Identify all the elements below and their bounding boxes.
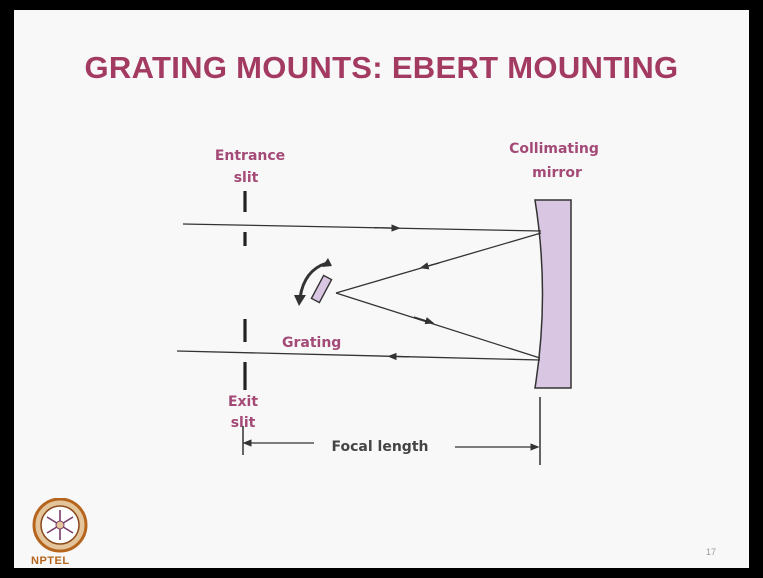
nptel-logo-text: NPTEL xyxy=(31,555,70,567)
collimating-mirror-label-line1: Collimating xyxy=(509,141,599,157)
rotation-arrow-icon xyxy=(298,261,328,299)
slide-title: GRATING MOUNTS: EBERT MOUNTING xyxy=(84,50,679,85)
slide: GRATING MOUNTS: EBERT MOUNTING Entrance … xyxy=(14,10,749,568)
collimated-ray-arrow xyxy=(419,262,440,270)
exit-ray xyxy=(176,350,541,361)
nptel-logo-icon xyxy=(32,498,88,553)
collimating-mirror-label-line2: mirror xyxy=(532,165,582,181)
rotation-arrow-head-top xyxy=(322,258,332,267)
entrance-slit-label-line2: slit xyxy=(234,170,259,186)
grating-label: Grating xyxy=(282,335,341,351)
page-number: 17 xyxy=(706,547,717,557)
rotation-arrow-head-bottom xyxy=(294,295,306,306)
exit-slit-label-line2: slit xyxy=(231,415,256,431)
exit-slit-label-line1: Exit xyxy=(228,394,258,410)
incident-ray xyxy=(182,223,542,232)
entrance-slit-label-line1: Entrance xyxy=(215,148,285,164)
focal-length-label: Focal length xyxy=(332,439,429,455)
collimating-mirror xyxy=(534,199,572,389)
grating xyxy=(310,274,333,304)
diffracted-ray xyxy=(335,292,541,359)
diffracted-ray-arrow xyxy=(413,316,435,325)
ebert-mounting-diagram: Entrance slit Collimating mirror Grating… xyxy=(176,141,599,465)
